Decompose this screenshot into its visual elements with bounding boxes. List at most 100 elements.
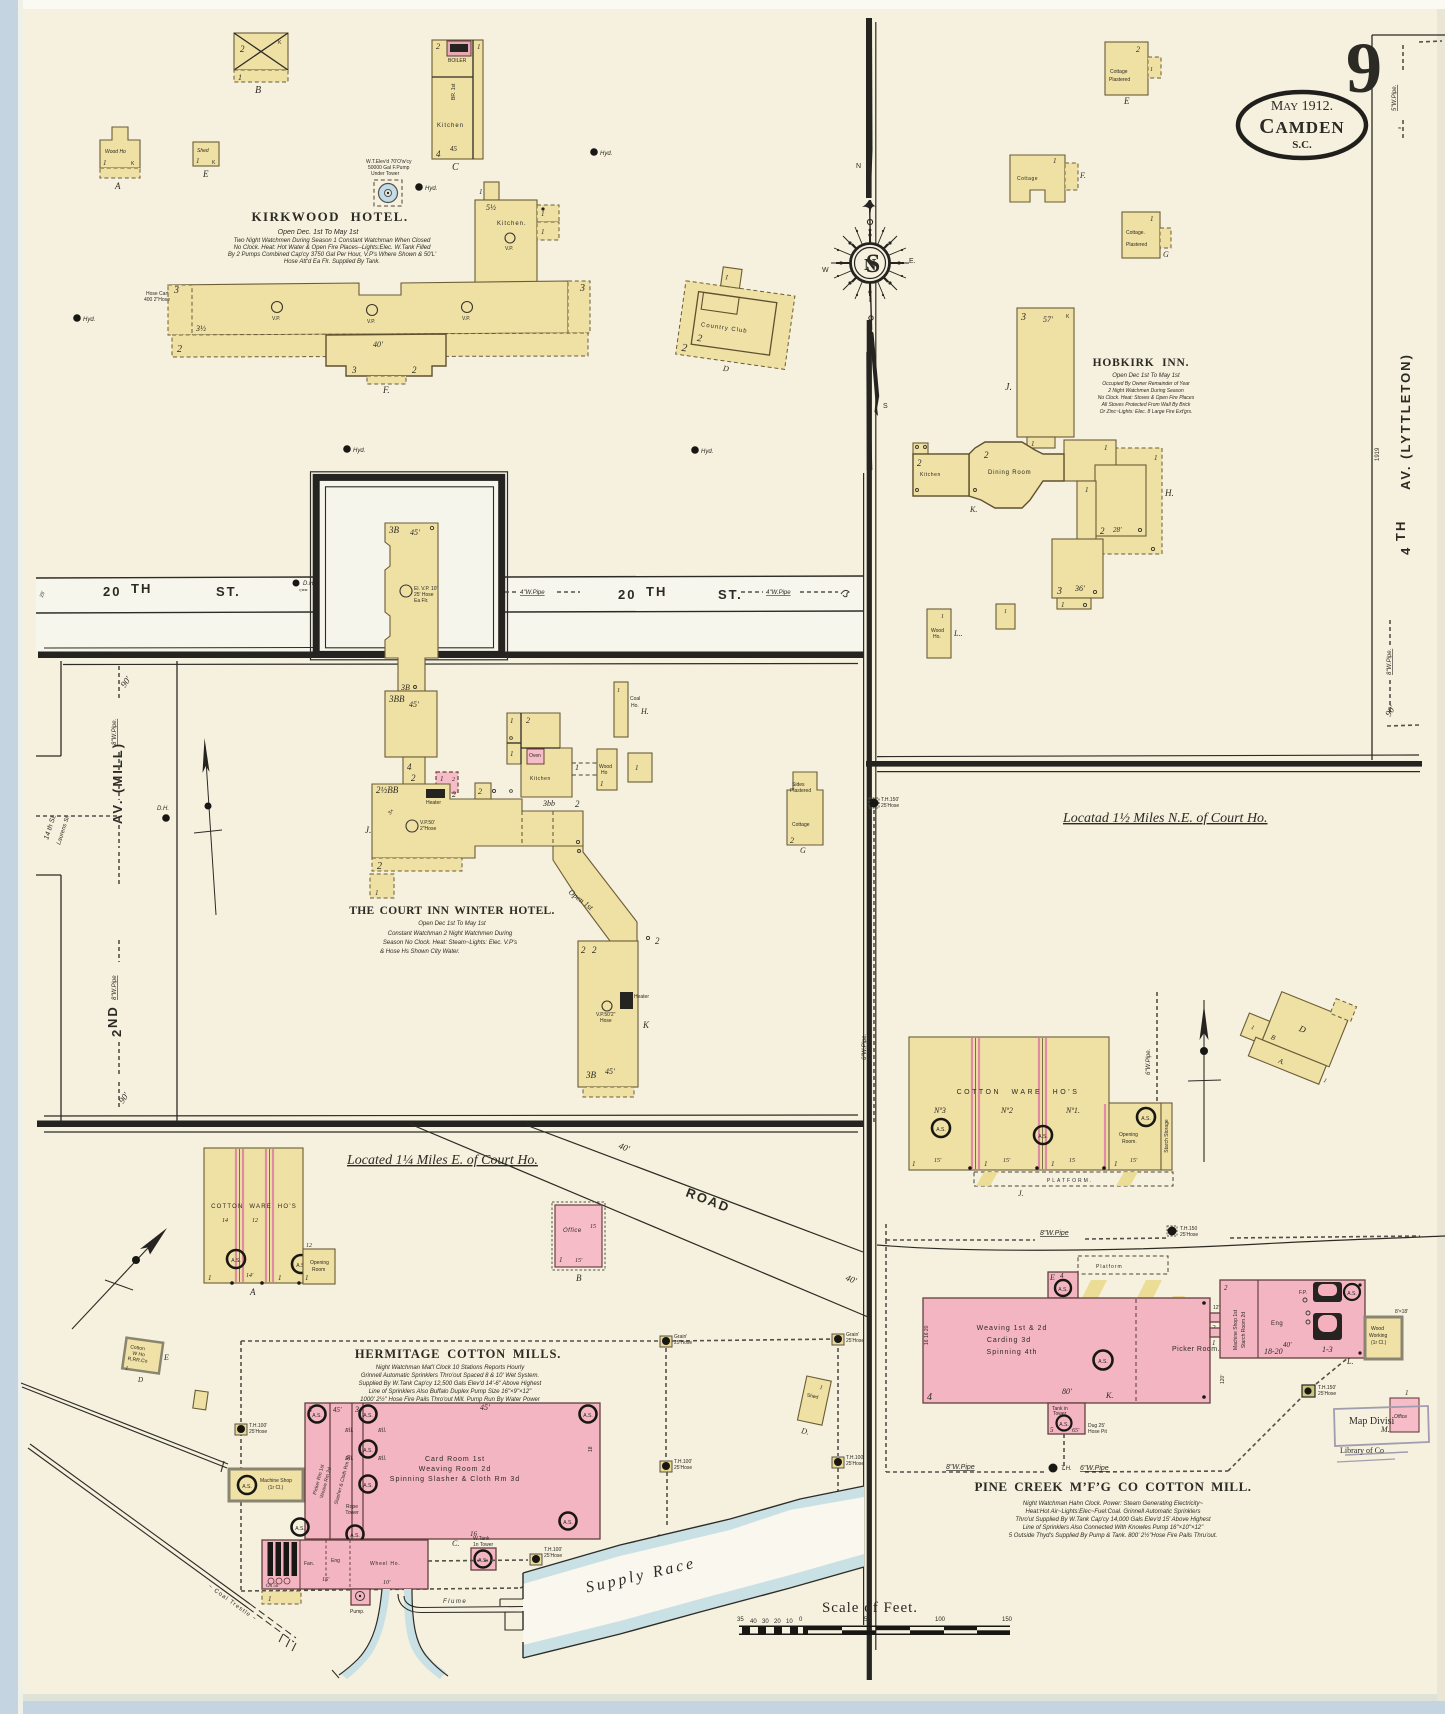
- svg-text:45': 45': [409, 700, 419, 709]
- svg-text:MAY 1912.: MAY 1912.: [1271, 99, 1333, 114]
- svg-text:A.S.: A.S.: [363, 1448, 372, 1454]
- svg-text:G: G: [1163, 250, 1169, 259]
- svg-text:Scale of Feet.: Scale of Feet.: [822, 1600, 918, 1616]
- svg-text:1: 1: [510, 750, 514, 758]
- svg-text:3B: 3B: [400, 683, 410, 692]
- svg-text:1: 1: [305, 1274, 309, 1282]
- svg-text:A.S.: A.S.: [312, 1413, 321, 1419]
- svg-text:L..: L..: [953, 629, 962, 638]
- svg-text:E: E: [1049, 1273, 1055, 1282]
- svg-text:1: 1: [541, 210, 545, 218]
- svg-text:1: 1: [1150, 215, 1154, 223]
- svg-text:1: 1: [440, 775, 444, 783]
- svg-text:CAMDEN: CAMDEN: [1259, 114, 1344, 138]
- svg-text:HERMITAGE COTTON MILLS.: HERMITAGE COTTON MILLS.: [355, 1347, 561, 1361]
- svg-text:1000' 2½" Hose Fire Pails Thro: 1000' 2½" Hose Fire Pails Thro'out Mill.…: [360, 1396, 541, 1403]
- svg-text:Or Zinc~Lights: Elec. 8 Large: Or Zinc~Lights: Elec. 8 Large Fire Ext'g…: [1100, 409, 1193, 415]
- svg-text:M.: M.: [1380, 1425, 1390, 1434]
- svg-text:Ho: Ho: [601, 770, 608, 776]
- svg-text:C: C: [452, 162, 459, 173]
- svg-text:Room: Room: [312, 1267, 325, 1273]
- svg-text:1: 1: [375, 889, 379, 897]
- svg-text:T.H.150: T.H.150: [1180, 1226, 1197, 1232]
- svg-text:K: K: [1066, 314, 1070, 320]
- svg-text:F.: F.: [382, 385, 390, 395]
- svg-text:K: K: [131, 161, 135, 167]
- svg-text:1: 1: [479, 188, 483, 196]
- svg-text:W.T.Elev'd 70'O'w'cy: W.T.Elev'd 70'O'w'cy: [366, 159, 412, 165]
- svg-text:2: 2: [377, 861, 382, 872]
- svg-text:Starch Room 2d: Starch Room 2d: [1241, 1312, 1247, 1348]
- svg-text:1919: 1919: [1375, 447, 1381, 461]
- svg-text:A.S.: A.S.: [350, 1533, 359, 1539]
- svg-text:25'Hose: 25'Hose: [846, 1338, 864, 1344]
- svg-text:Kitchen.: Kitchen.: [497, 221, 527, 227]
- svg-text:1: 1: [278, 1274, 282, 1282]
- svg-text:Machine Shop 1st: Machine Shop 1st: [1233, 1309, 1239, 1350]
- svg-text:H.: H.: [640, 707, 649, 716]
- svg-text:Under Tower: Under Tower: [371, 171, 400, 177]
- svg-text:ST.: ST.: [718, 587, 743, 602]
- svg-text:6"W.Pipe.: 6"W.Pipe.: [1146, 1049, 1152, 1075]
- svg-text:36': 36': [1074, 584, 1085, 593]
- svg-text:Spinning 4th: Spinning 4th: [987, 1349, 1038, 1356]
- svg-text:8"W.Pipe: 8"W.Pipe: [1040, 1230, 1069, 1237]
- svg-text:2: 2: [917, 458, 922, 468]
- svg-text:1: 1: [635, 764, 639, 772]
- svg-text:D.H.: D.H.: [157, 806, 169, 812]
- svg-text:Rll.: Rll.: [377, 1456, 387, 1462]
- svg-text:20: 20: [774, 1619, 781, 1625]
- svg-text:5: 5: [1050, 1426, 1054, 1434]
- svg-text:3: 3: [173, 285, 179, 296]
- svg-text:COTTON WARE HO’S: COTTON WARE HO’S: [211, 1204, 297, 1210]
- svg-text:Starch Storage: Starch Storage: [1164, 1119, 1170, 1153]
- svg-text:Plastered: Plastered: [1126, 242, 1147, 248]
- svg-text:12': 12': [1213, 1305, 1220, 1311]
- svg-text:20: 20: [103, 584, 121, 599]
- svg-text:K.: K.: [1105, 1391, 1113, 1400]
- svg-text:A: A: [114, 181, 121, 191]
- svg-text:6"W.Pipe.: 6"W.Pipe.: [862, 1034, 868, 1060]
- svg-text:Locatad 1½ Miles N.E. of Court: Locatad 1½ Miles N.E. of Court Ho.: [1062, 811, 1268, 826]
- svg-text:Spinning Slasher & Cloth Rm 3d: Spinning Slasher & Cloth Rm 3d: [390, 1476, 520, 1483]
- svg-text:Hose: Hose: [600, 1018, 612, 1024]
- svg-text:3: 3: [354, 1405, 359, 1414]
- svg-text:2: 2: [575, 799, 580, 809]
- svg-text:Heater: Heater: [426, 800, 441, 806]
- svg-text:3: 3: [1056, 586, 1062, 597]
- svg-text:Rll.: Rll.: [344, 1456, 354, 1462]
- svg-text:4"W.Pipe: 4"W.Pipe: [766, 590, 791, 596]
- svg-text:15': 15': [934, 1158, 942, 1164]
- svg-text:PINE CREEK M’F’G CO COTTON MIL: PINE CREEK M’F’G CO COTTON MILL.: [974, 1479, 1251, 1494]
- svg-text:T.H.100': T.H.100': [674, 1459, 692, 1465]
- svg-text:1: 1: [724, 273, 729, 281]
- svg-text:1: 1: [559, 1256, 563, 1264]
- svg-text:15': 15': [1003, 1158, 1011, 1164]
- svg-text:K: K: [278, 40, 282, 46]
- svg-text:Card Room 1st: Card Room 1st: [425, 1456, 485, 1463]
- svg-text:Tower: Tower: [1053, 1411, 1067, 1417]
- svg-text:Located 1¼ Miles E. of Court H: Located 1¼ Miles E. of Court Ho.: [346, 1153, 538, 1168]
- svg-text:80': 80': [1062, 1387, 1072, 1396]
- svg-text:Nº2: Nº2: [1000, 1106, 1013, 1115]
- svg-text:& Hose Hs Shown City Water.: & Hose Hs Shown City Water.: [380, 949, 460, 955]
- svg-text:2½BB: 2½BB: [376, 785, 399, 795]
- svg-text:4: 4: [1060, 1272, 1064, 1280]
- svg-text:Oven: Oven: [529, 753, 541, 759]
- svg-text:Flume: Flume: [443, 1599, 467, 1605]
- svg-text:(1r Cl.): (1r Cl.): [268, 1485, 284, 1491]
- svg-text:2: 2: [581, 945, 586, 955]
- svg-text:Line of Sprinklers Also Buffal: Line of Sprinklers Also Buffalo Duplex P…: [369, 1389, 532, 1395]
- svg-text:D.H.: D.H.: [303, 581, 315, 587]
- svg-text:400 2"Hose: 400 2"Hose: [144, 297, 170, 303]
- svg-text:G: G: [800, 846, 806, 855]
- svg-text:Weaving Room 2d: Weaving Room 2d: [419, 1466, 491, 1473]
- svg-text:Thro'ut Supplied By W.Tank Cap: Thro'ut Supplied By W.Tank Cap'cy 14,000…: [1015, 1517, 1211, 1523]
- svg-text:8"W.Pipe: 8"W.Pipe: [112, 975, 118, 1000]
- svg-text:14: 14: [222, 1217, 228, 1224]
- svg-text:A.S.: A.S.: [1098, 1359, 1107, 1365]
- svg-text:T.H.150': T.H.150': [1318, 1385, 1336, 1391]
- svg-text:4: 4: [1398, 546, 1413, 555]
- svg-text:2 Night Watchmen During Season: 2 Night Watchmen During Season: [1107, 388, 1184, 394]
- svg-text:65': 65': [1072, 1428, 1080, 1434]
